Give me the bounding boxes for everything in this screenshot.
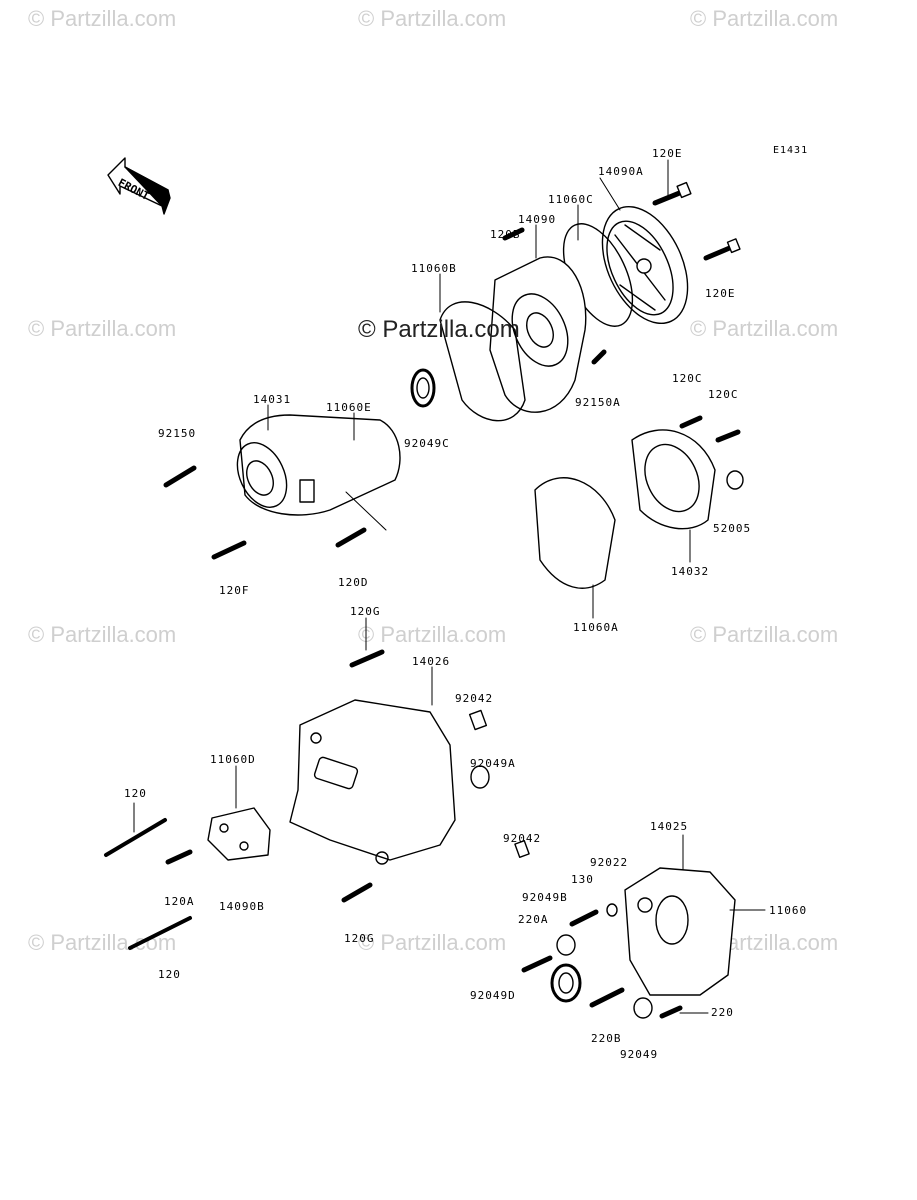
bolt-92150 xyxy=(163,465,197,488)
part-label: 92049D xyxy=(470,989,516,1002)
part-label: 220A xyxy=(518,913,549,926)
bolt-92150a xyxy=(591,349,607,365)
front-arrow-icon xyxy=(107,157,171,215)
part-label: 92042 xyxy=(503,832,542,845)
part-label: 220B xyxy=(591,1032,622,1045)
bolt-120d xyxy=(335,527,367,548)
part-label: 11060C xyxy=(548,193,594,206)
part-label: 14090 xyxy=(518,213,557,226)
part-label: 120A xyxy=(164,895,195,908)
housing-14090 xyxy=(489,256,587,413)
plate-14090b xyxy=(207,807,271,861)
part-label: 14026 xyxy=(412,655,451,668)
cover-14032 xyxy=(631,429,716,530)
bolt-130 xyxy=(569,909,599,927)
part-label: 220 xyxy=(711,1006,734,1019)
part-label: 92049C xyxy=(404,437,450,450)
washer-92022 xyxy=(606,903,618,917)
bolt-120g-bottom xyxy=(341,882,373,903)
part-label: 92150 xyxy=(158,427,197,440)
bolt-220a xyxy=(521,955,553,973)
part-label: 11060B xyxy=(411,262,457,275)
part-label: 14032 xyxy=(671,565,710,578)
watermark: © Partzilla.com xyxy=(690,6,839,31)
part-label: 14090A xyxy=(598,165,644,178)
part-label: 14031 xyxy=(253,393,292,406)
bolt-120b xyxy=(502,227,525,241)
cover-14031 xyxy=(236,414,401,516)
bolt-120-bottom xyxy=(128,916,192,950)
watermark: © Partzilla.com xyxy=(690,316,839,341)
bolt-120c-1 xyxy=(679,415,703,429)
gasket-11060b xyxy=(439,301,526,422)
plug-52005 xyxy=(726,470,744,490)
part-label: 92022 xyxy=(590,856,629,869)
part-label: 120C xyxy=(708,388,739,401)
part-label: 130 xyxy=(571,873,594,886)
part-label: 11060A xyxy=(573,621,619,634)
part-label: 11060E xyxy=(326,401,372,414)
part-label: 14090B xyxy=(219,900,265,913)
part-label: 92042 xyxy=(455,692,494,705)
watermark: © Partzilla.com xyxy=(358,6,507,31)
part-label: 120C xyxy=(672,372,703,385)
bolt-120a xyxy=(165,849,193,865)
dowel-92042-top xyxy=(468,709,488,731)
part-label: 92150A xyxy=(575,396,621,409)
watermark: © Partzilla.com xyxy=(28,316,177,341)
part-label: 120F xyxy=(219,584,250,597)
part-label: 120E xyxy=(652,147,683,160)
part-label: 120G xyxy=(344,932,375,945)
gasket-11060a xyxy=(534,477,616,589)
part-label: 14025 xyxy=(650,820,689,833)
seal-92049d xyxy=(550,963,582,1003)
center-watermark: © Partzilla.com xyxy=(358,316,520,343)
seal-92049b xyxy=(556,934,576,956)
part-label: 11060D xyxy=(210,753,256,766)
watermark: © Partzilla.com xyxy=(28,6,177,31)
watermark: © Partzilla.com xyxy=(28,622,177,647)
watermark: © Partzilla.com xyxy=(358,930,507,955)
watermark: © Partzilla.com xyxy=(28,930,177,955)
part-label: 120D xyxy=(338,576,369,589)
bolt-220b xyxy=(589,987,625,1008)
cover-14025 xyxy=(624,867,736,996)
diagram-code: E1431 xyxy=(773,145,809,156)
part-label: 120 xyxy=(158,968,181,981)
dowel-92042-bottom xyxy=(514,840,530,858)
bolt-120f xyxy=(211,540,247,560)
bolt-120g-top xyxy=(349,649,385,668)
cover-14026 xyxy=(289,699,456,865)
part-label: 92049 xyxy=(620,1048,659,1061)
part-label: 11060 xyxy=(769,904,808,917)
watermark: © Partzilla.com xyxy=(358,622,507,647)
seal-92049 xyxy=(633,997,653,1019)
seal-92049c xyxy=(410,368,436,408)
seal-92049a xyxy=(470,765,490,789)
bolt-120-top xyxy=(104,818,167,857)
bolt-120c-2 xyxy=(715,429,741,443)
bolt-220 xyxy=(659,1005,683,1019)
bolt-120e-top xyxy=(652,181,692,206)
part-label: 92049B xyxy=(522,891,568,904)
part-label: 92049A xyxy=(470,757,516,770)
part-label: 120E xyxy=(705,287,736,300)
cover-14090a xyxy=(601,205,689,325)
bolt-120e-right xyxy=(703,238,741,261)
watermark: © Partzilla.com xyxy=(690,622,839,647)
part-label: 120B xyxy=(490,228,521,241)
part-label: 52005 xyxy=(713,522,752,535)
part-label: 120 xyxy=(124,787,147,800)
part-label: 120G xyxy=(350,605,381,618)
